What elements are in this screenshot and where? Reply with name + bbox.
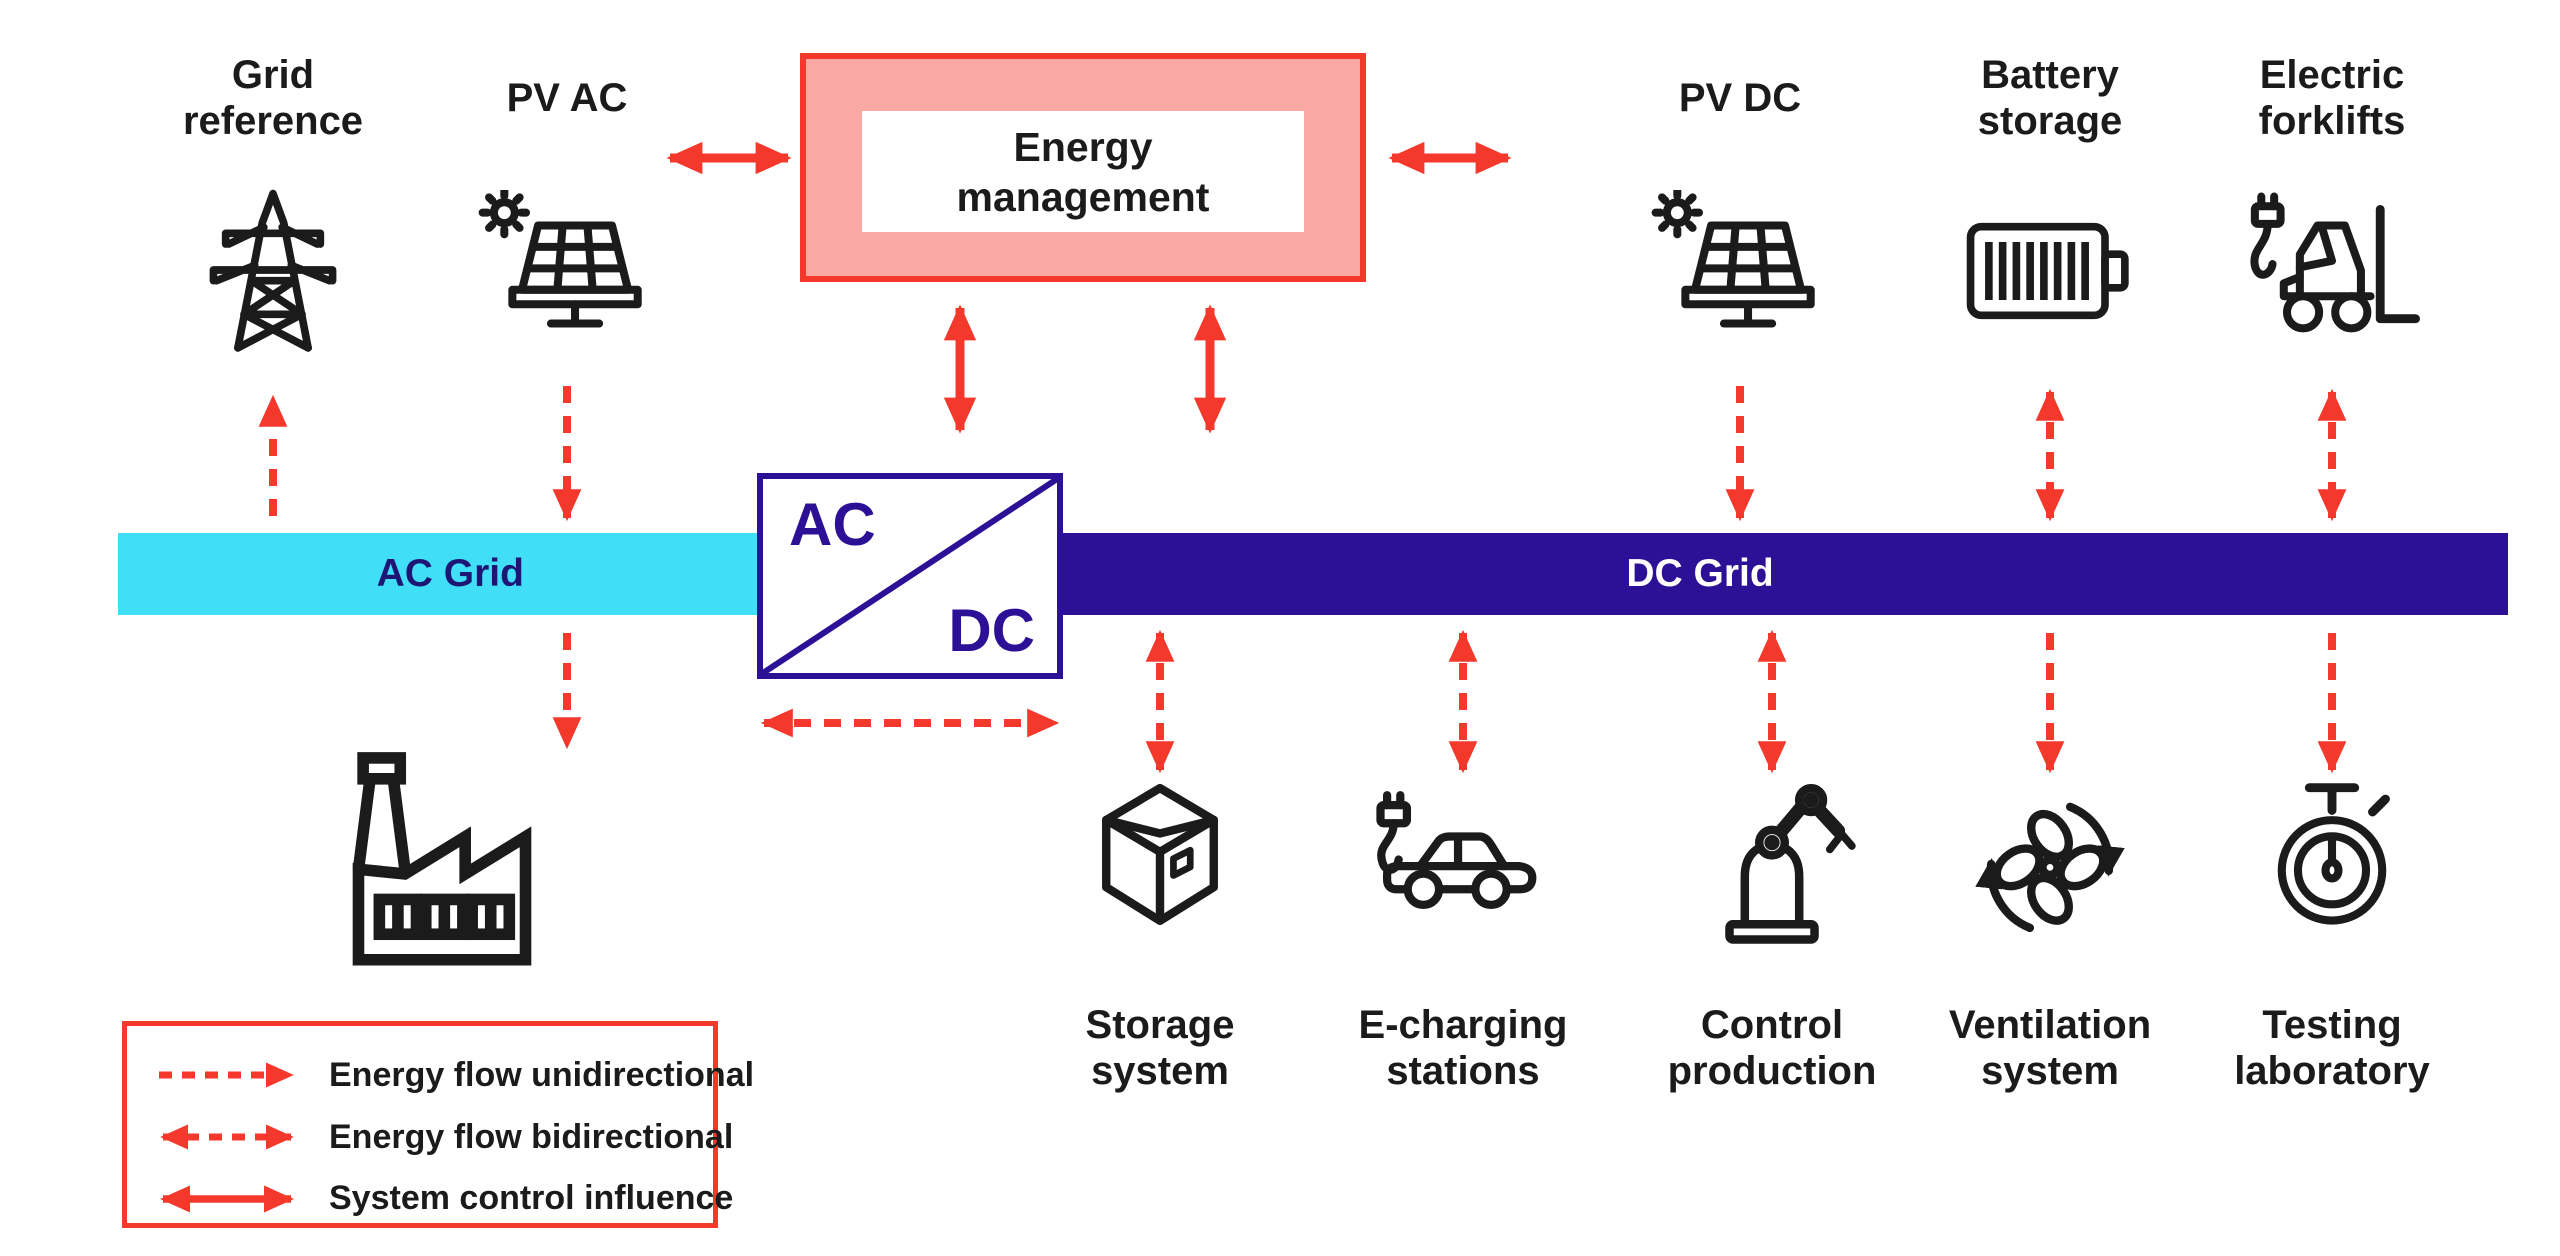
legend-arrow-dashed-bidirectional [160, 1124, 294, 1150]
legend-arrow-dashed-unidirectional [159, 1062, 294, 1088]
legend-label-bidirectional: Energy flow bidirectional [329, 1117, 734, 1156]
energy-management-line2: management [956, 173, 1210, 220]
legend-label-system-control: System control influence [329, 1179, 734, 1218]
label-e-charging-stations: E-charging stations [1358, 1003, 1568, 1093]
energy-management-line1: Energy [1013, 123, 1153, 170]
label-pv-dc: PV DC [1678, 76, 1802, 120]
transmission-tower-icon [209, 189, 337, 352]
energy-management-box: Energy management [800, 53, 1366, 282]
converter-diagonal [763, 479, 1057, 673]
label-storage-system: Storage system [1085, 1003, 1235, 1093]
ac-grid-label: AC Grid [376, 552, 524, 595]
legend-box: Energy flow unidirectional Energy flow b… [122, 1021, 754, 1228]
factory-icon [352, 752, 532, 966]
converter-dc-label: DC [948, 597, 1035, 664]
converter-ac-label: AC [789, 491, 876, 558]
ac-grid-bus: AC Grid [118, 533, 757, 615]
legend-item-system-control: System control influence [153, 1174, 733, 1223]
ev-car-plug-icon [1376, 791, 1537, 910]
dc-grid-label: DC Grid [1626, 552, 1774, 595]
label-pv-ac: PV AC [506, 76, 628, 120]
dc-grid-bus: DC Grid [1063, 533, 2508, 615]
legend-label-unidirectional: Energy flow unidirectional [329, 1055, 755, 1094]
solar-panel-sun-icon [1651, 190, 1815, 328]
label-control-production: Control production [1667, 1003, 1877, 1093]
legend-item-unidirectional: Energy flow unidirectional [153, 1051, 754, 1100]
energy-management-label: Energy management [862, 111, 1304, 232]
ac-dc-converter: AC DC [757, 473, 1063, 679]
legend-arrow-solid-bidirectional [160, 1185, 294, 1213]
robot-arm-icon [1725, 783, 1856, 944]
storage-box-icon [1102, 783, 1218, 925]
battery-icon [1966, 222, 2129, 320]
label-ventilation-system: Ventilation system [1948, 1003, 2152, 1093]
label-grid-reference: Grid reference [182, 53, 364, 143]
legend-item-bidirectional: Energy flow bidirectional [153, 1113, 733, 1162]
label-electric-forklifts: Electric forklifts [2258, 53, 2406, 143]
electric-forklift-icon [2250, 192, 2420, 333]
fan-icon [1975, 802, 2125, 933]
solar-panel-sun-icon [478, 190, 642, 328]
label-battery-storage: Battery storage [1977, 53, 2123, 143]
label-testing-laboratory: Testing laboratory [2234, 1003, 2430, 1093]
stopwatch-icon [2277, 783, 2390, 925]
